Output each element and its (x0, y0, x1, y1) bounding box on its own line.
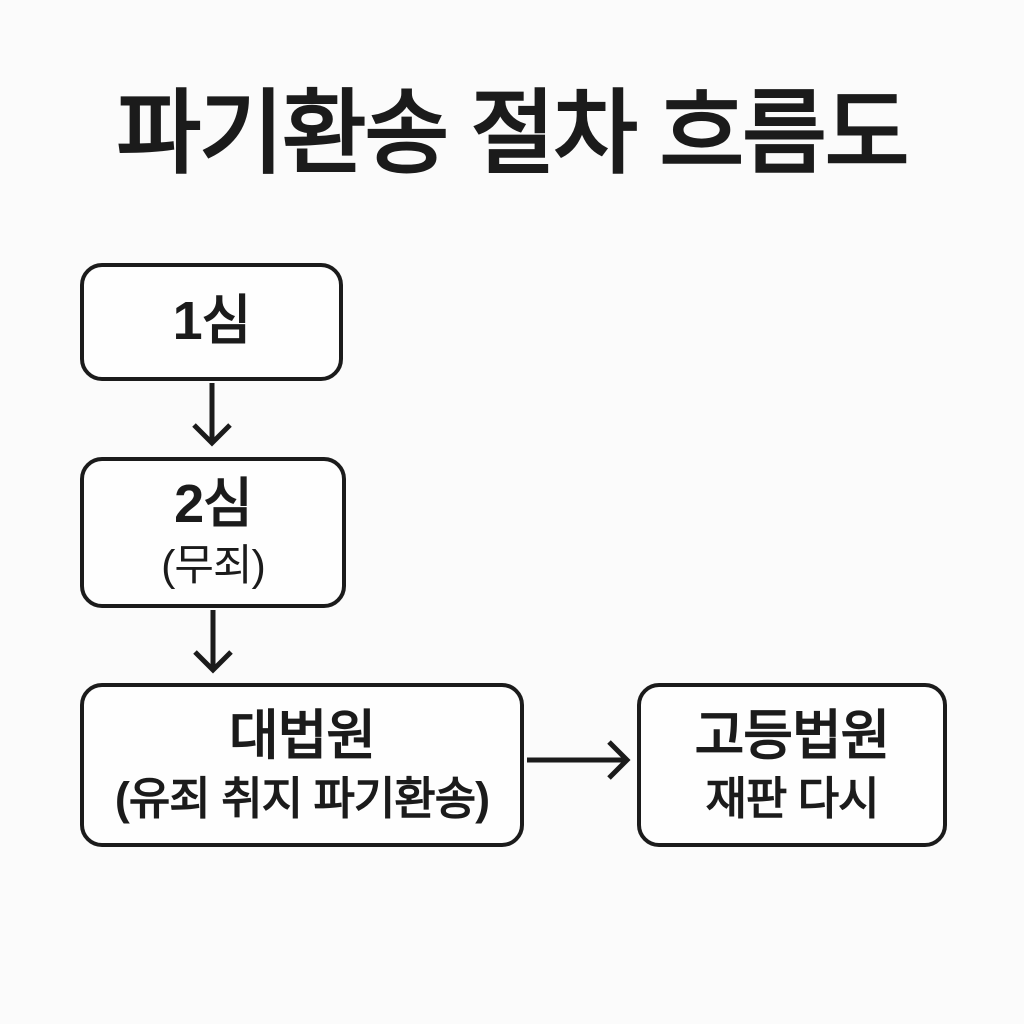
node-high-court-label: 고등법원 (694, 705, 891, 766)
node-supreme-court-label: 대법원 (228, 705, 376, 766)
node-supreme-court: 대법원 (유죄 취지 파기환송) (80, 683, 524, 847)
diagram-title: 파기환송 절차 흐름도 (116, 83, 910, 185)
node-high-court-sublabel: 재판 다시 (705, 773, 879, 825)
node-second-trial: 2심 (무죄) (80, 457, 346, 608)
node-second-trial-sublabel: (무죄) (161, 541, 266, 590)
node-first-trial-label: 1심 (172, 291, 252, 352)
node-second-trial-label: 2심 (174, 474, 253, 535)
arrow-supreme-to-high-icon (527, 740, 631, 780)
arrow-first-to-second-icon (192, 383, 232, 447)
node-high-court: 고등법원 재판 다시 (637, 683, 947, 847)
node-first-trial: 1심 (80, 263, 343, 381)
arrow-second-to-supreme-icon (193, 610, 233, 674)
node-supreme-court-sublabel: (유죄 취지 파기환송) (114, 773, 490, 825)
